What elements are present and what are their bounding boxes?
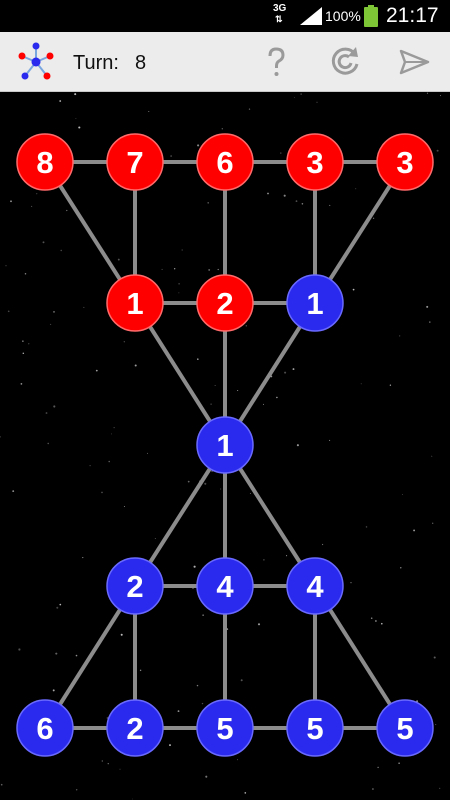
send-icon[interactable] (396, 44, 432, 80)
network-indicator: 3G ⇅ (273, 3, 287, 25)
node-value: 2 (216, 286, 233, 321)
node-circle (376, 699, 434, 757)
toolbar: Turn: 8 (0, 32, 450, 92)
blue-node-m3[interactable]: 1 (286, 274, 344, 332)
node-value: 1 (126, 286, 143, 321)
node-circle (196, 699, 254, 757)
blue-node-n1[interactable]: 2 (106, 557, 164, 615)
node-value: 1 (306, 286, 323, 321)
node-circle (376, 133, 434, 191)
blue-node-b1[interactable]: 6 (16, 699, 74, 757)
blue-node-b2[interactable]: 2 (106, 699, 164, 757)
node-value: 7 (126, 145, 143, 180)
node-circle (16, 699, 74, 757)
node-circle (106, 133, 164, 191)
node-circle (196, 274, 254, 332)
turn-counter: 8 (135, 52, 147, 74)
node-value: 3 (396, 145, 413, 180)
restart-icon[interactable] (327, 44, 363, 80)
red-node-r2[interactable]: 7 (106, 133, 164, 191)
node-circle (106, 274, 164, 332)
clock: 21:17 (386, 4, 439, 27)
node-circle (196, 557, 254, 615)
blue-node-c[interactable]: 1 (196, 416, 254, 474)
node-circle (286, 133, 344, 191)
node-value: 5 (306, 711, 323, 746)
node-value: 2 (126, 569, 143, 604)
battery-percent: 100% (325, 8, 361, 24)
red-node-r4[interactable]: 3 (286, 133, 344, 191)
data-arrows-icon: ⇅ (275, 14, 283, 24)
red-node-r1[interactable]: 8 (16, 133, 74, 191)
node-value: 3 (306, 145, 323, 180)
node-value: 4 (216, 569, 234, 604)
red-node-r3[interactable]: 6 (196, 133, 254, 191)
status-bar: 3G ⇅ 100% 21:17 (0, 0, 450, 32)
node-circle (196, 133, 254, 191)
node-value: 5 (216, 711, 233, 746)
graph-nodes: 8 7 6 3 3 1 2 1 1 2 4 4 6 2 5 5 5 (16, 133, 434, 757)
node-value: 8 (36, 145, 53, 180)
node-value: 2 (126, 711, 143, 746)
blue-node-b4[interactable]: 5 (286, 699, 344, 757)
starfield-background (0, 92, 442, 800)
network-type: 3G (273, 3, 287, 14)
node-value: 6 (216, 145, 233, 180)
node-value: 1 (216, 428, 233, 463)
node-circle (286, 557, 344, 615)
board-canvas: 8 7 6 3 3 1 2 1 1 2 4 4 6 2 5 5 5 (0, 92, 442, 800)
node-circle (106, 557, 164, 615)
blue-node-b3[interactable]: 5 (196, 699, 254, 757)
node-value: 5 (396, 711, 413, 746)
node-circle (286, 274, 344, 332)
app-logo-icon (18, 42, 54, 80)
red-node-r5[interactable]: 3 (376, 133, 434, 191)
battery-icon (364, 5, 378, 27)
node-value: 6 (36, 711, 53, 746)
node-circle (16, 133, 74, 191)
help-icon[interactable] (258, 44, 294, 80)
game-board: 8 7 6 3 3 1 2 1 1 2 4 4 6 2 5 5 5 (0, 92, 450, 800)
blue-node-n3[interactable]: 4 (286, 557, 344, 615)
signal-strength-icon (300, 7, 322, 25)
red-node-m1[interactable]: 1 (106, 274, 164, 332)
blue-node-n2[interactable]: 4 (196, 557, 254, 615)
blue-node-b5[interactable]: 5 (376, 699, 434, 757)
node-circle (196, 416, 254, 474)
node-circle (106, 699, 164, 757)
node-circle (286, 699, 344, 757)
node-value: 4 (306, 569, 324, 604)
red-node-m2[interactable]: 2 (196, 274, 254, 332)
turn-label: Turn: (73, 52, 119, 74)
